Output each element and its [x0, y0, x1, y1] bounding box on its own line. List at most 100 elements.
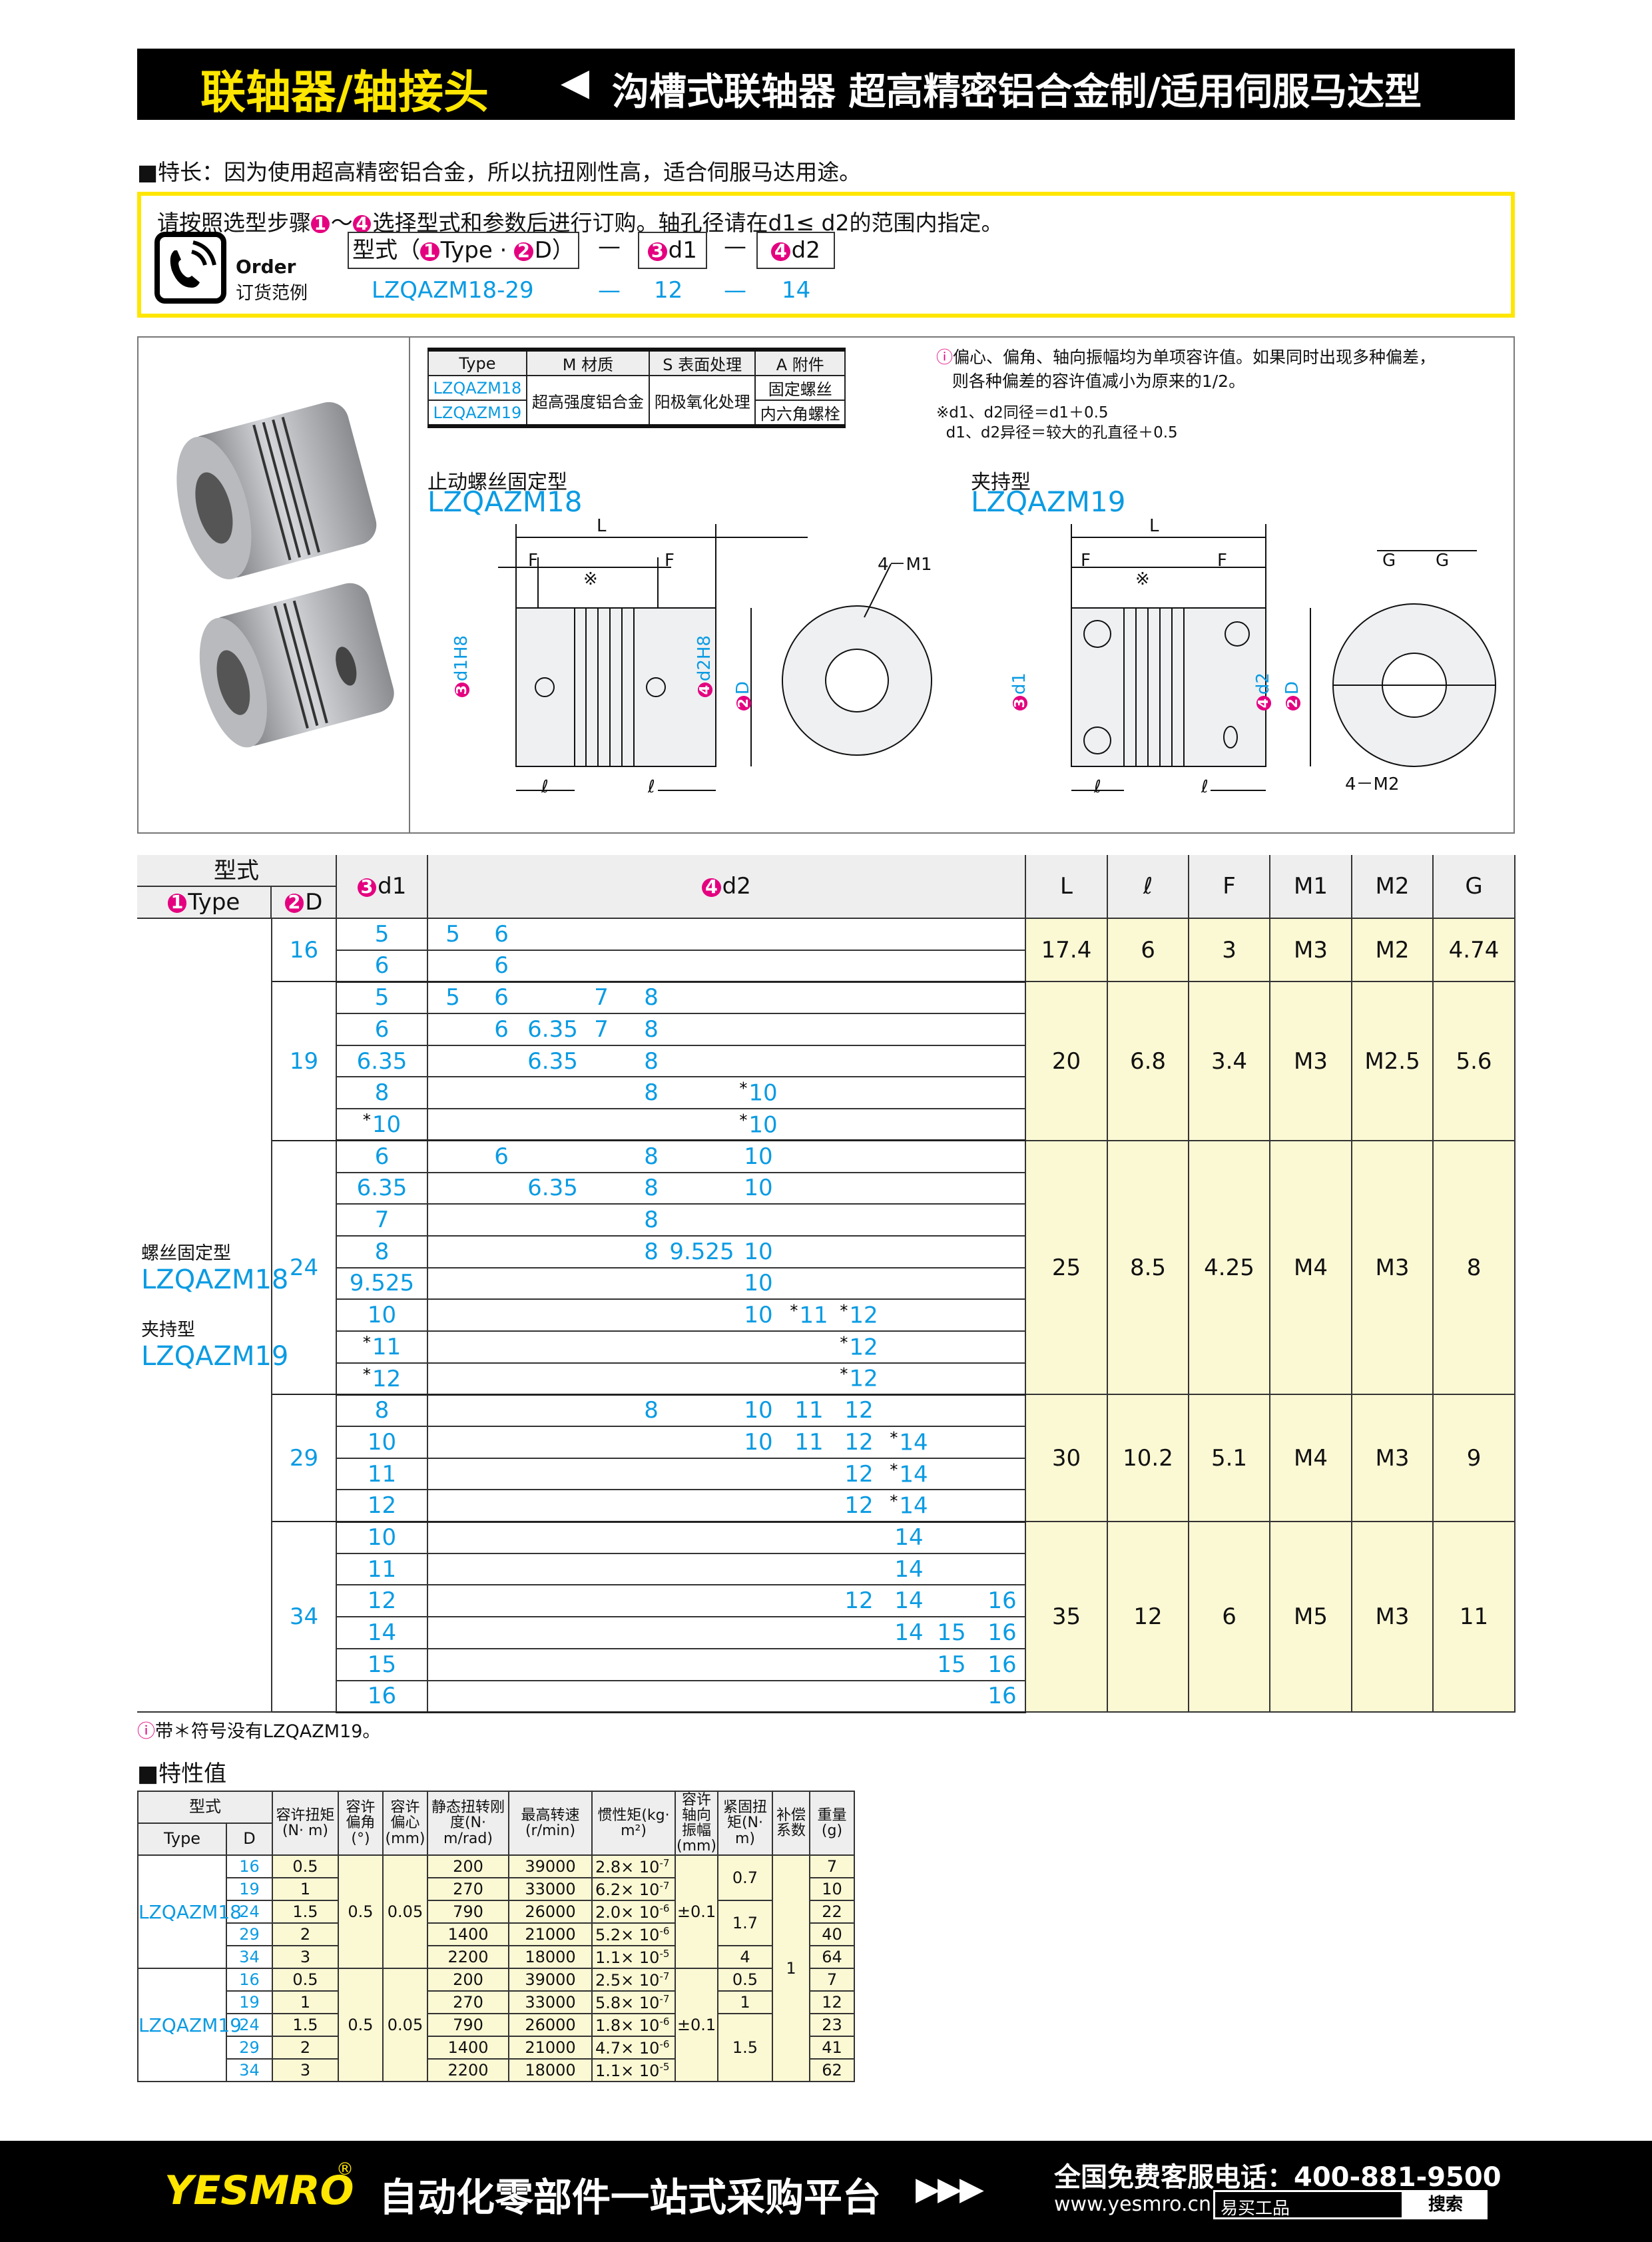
d1-cell: 6	[336, 950, 429, 983]
d2-value: 16	[987, 1651, 1016, 1678]
search-input[interactable]: 易买工品	[1213, 2190, 1404, 2219]
dim-F: F	[528, 551, 538, 571]
dim-F: 4.25	[1189, 1140, 1271, 1396]
value: 16	[367, 1683, 397, 1710]
value: 12	[372, 1365, 402, 1392]
dim-l: ℓ	[541, 777, 549, 797]
value: 11	[372, 1334, 402, 1361]
d1-cell: 11	[336, 1458, 429, 1491]
dim-l: 12	[1107, 1522, 1190, 1713]
mantissa: 5.8× 10	[595, 1993, 660, 2012]
speed-cell: 26000	[508, 2013, 593, 2037]
d-cell: 29	[226, 1922, 273, 1946]
speed-cell: 33000	[508, 1877, 593, 1901]
value: 15	[367, 1651, 397, 1678]
asterisk: *	[840, 1301, 848, 1320]
value: 8	[644, 984, 659, 1011]
d2-value: 15	[937, 1619, 965, 1646]
d2-cell: *12	[427, 1362, 1027, 1396]
dim-F: 6	[1189, 1522, 1271, 1713]
dim-L: 30	[1025, 1394, 1109, 1523]
characteristics-table: 型式容许扭矩(N· m)容许偏角(°)容许偏心(mm)静态扭转刚度(N· m/r…	[137, 1791, 855, 2082]
dim-G: 5.6	[1433, 981, 1516, 1141]
inertia-cell: 1.1× 10-5	[591, 2058, 676, 2082]
label: d2	[722, 873, 751, 900]
d2-value: *10	[739, 1111, 777, 1138]
value: 10	[748, 1079, 778, 1107]
step-2-badge: 2	[514, 242, 533, 262]
d1-cell: 15	[336, 1648, 429, 1681]
d2-cell: *10	[427, 1109, 1027, 1142]
value: 12	[844, 1397, 874, 1424]
d-cell: 19	[226, 1990, 273, 2014]
value: 14	[894, 1587, 924, 1615]
example-d2: 14	[782, 277, 811, 304]
d2-value: *12	[840, 1333, 878, 1360]
table-footnote: ⓘ带＊符号没有LZQAZM19。	[137, 1717, 380, 1743]
asterisk: *	[840, 1333, 848, 1352]
d2-cell: 14	[427, 1522, 1027, 1554]
value: 8	[374, 1238, 390, 1265]
type-group-header: 型式	[137, 1791, 273, 1824]
dim-l: 6	[1107, 918, 1190, 983]
d2-value: 6.35	[527, 1016, 578, 1043]
weight-cell: 62	[809, 2058, 855, 2082]
torque-cell: 0.5	[272, 1968, 339, 1992]
website-link[interactable]: www.yesmro.cn	[1054, 2193, 1212, 2216]
dim-G: G	[1436, 551, 1450, 571]
speed-cell: 39000	[508, 1854, 593, 1878]
dim-l: ℓ	[1201, 777, 1209, 797]
d2-value: 6	[494, 984, 509, 1011]
column-header: 容许扭矩(N· m)	[272, 1791, 339, 1856]
tightening-cell: 4	[717, 1945, 773, 1969]
mantissa: 1.1× 10	[595, 1948, 660, 1967]
value: 16	[987, 1587, 1017, 1615]
inertia-cell: 2.5× 10-7	[591, 1968, 676, 1992]
dim-L: L	[597, 516, 607, 536]
weight-cell: 12	[809, 1990, 855, 2014]
d-cell: 16	[272, 918, 338, 983]
d2-cell: 8*10	[427, 1077, 1027, 1110]
weight-cell: 10	[809, 1877, 855, 1901]
table-row: * 11 *12	[137, 1330, 1515, 1364]
note-line: 则各种偏差的容许值减小为原来的1/2。	[952, 372, 1246, 391]
d2-value: *12	[840, 1302, 878, 1329]
value: 10	[744, 1175, 773, 1202]
search-button[interactable]: 搜索	[1404, 2190, 1488, 2219]
d2-value: 8	[644, 1143, 659, 1170]
deviation-note: ⓘ偏心、偏角、轴向振幅均为单项容许值。如果同时出现多种偏差， 则各种偏差的容许值…	[936, 346, 1436, 394]
m18-model: LZQAZM18	[427, 485, 583, 518]
value: 11	[794, 1428, 824, 1456]
column-header: 容许偏角(°)	[338, 1791, 384, 1856]
value: 15	[937, 1651, 966, 1678]
column-header: 静态扭转刚度(N· m/rad)	[427, 1791, 509, 1856]
value: 6	[494, 952, 509, 980]
column-header: 重量(g)	[809, 1791, 855, 1856]
value: 14	[894, 1555, 924, 1583]
dim-M1: M3	[1270, 918, 1353, 983]
torque-cell: 0.5	[272, 1854, 339, 1878]
stiffness-cell: 790	[427, 1900, 509, 1924]
d-header: D	[226, 1822, 273, 1856]
value: 8	[644, 1143, 659, 1170]
mark: ※	[1135, 569, 1150, 589]
diameter-note: ※d1、d2同径＝d1＋0.5 d1、d2异径＝较大的孔直径＋0.5	[936, 403, 1178, 443]
d2-value: 9.525	[669, 1239, 734, 1265]
inertia-cell: 5.8× 10-7	[591, 1990, 676, 2014]
mantissa: 4.7× 10	[595, 2038, 660, 2058]
value: 14	[894, 1524, 924, 1551]
table-row: *10*10	[137, 1109, 1515, 1142]
